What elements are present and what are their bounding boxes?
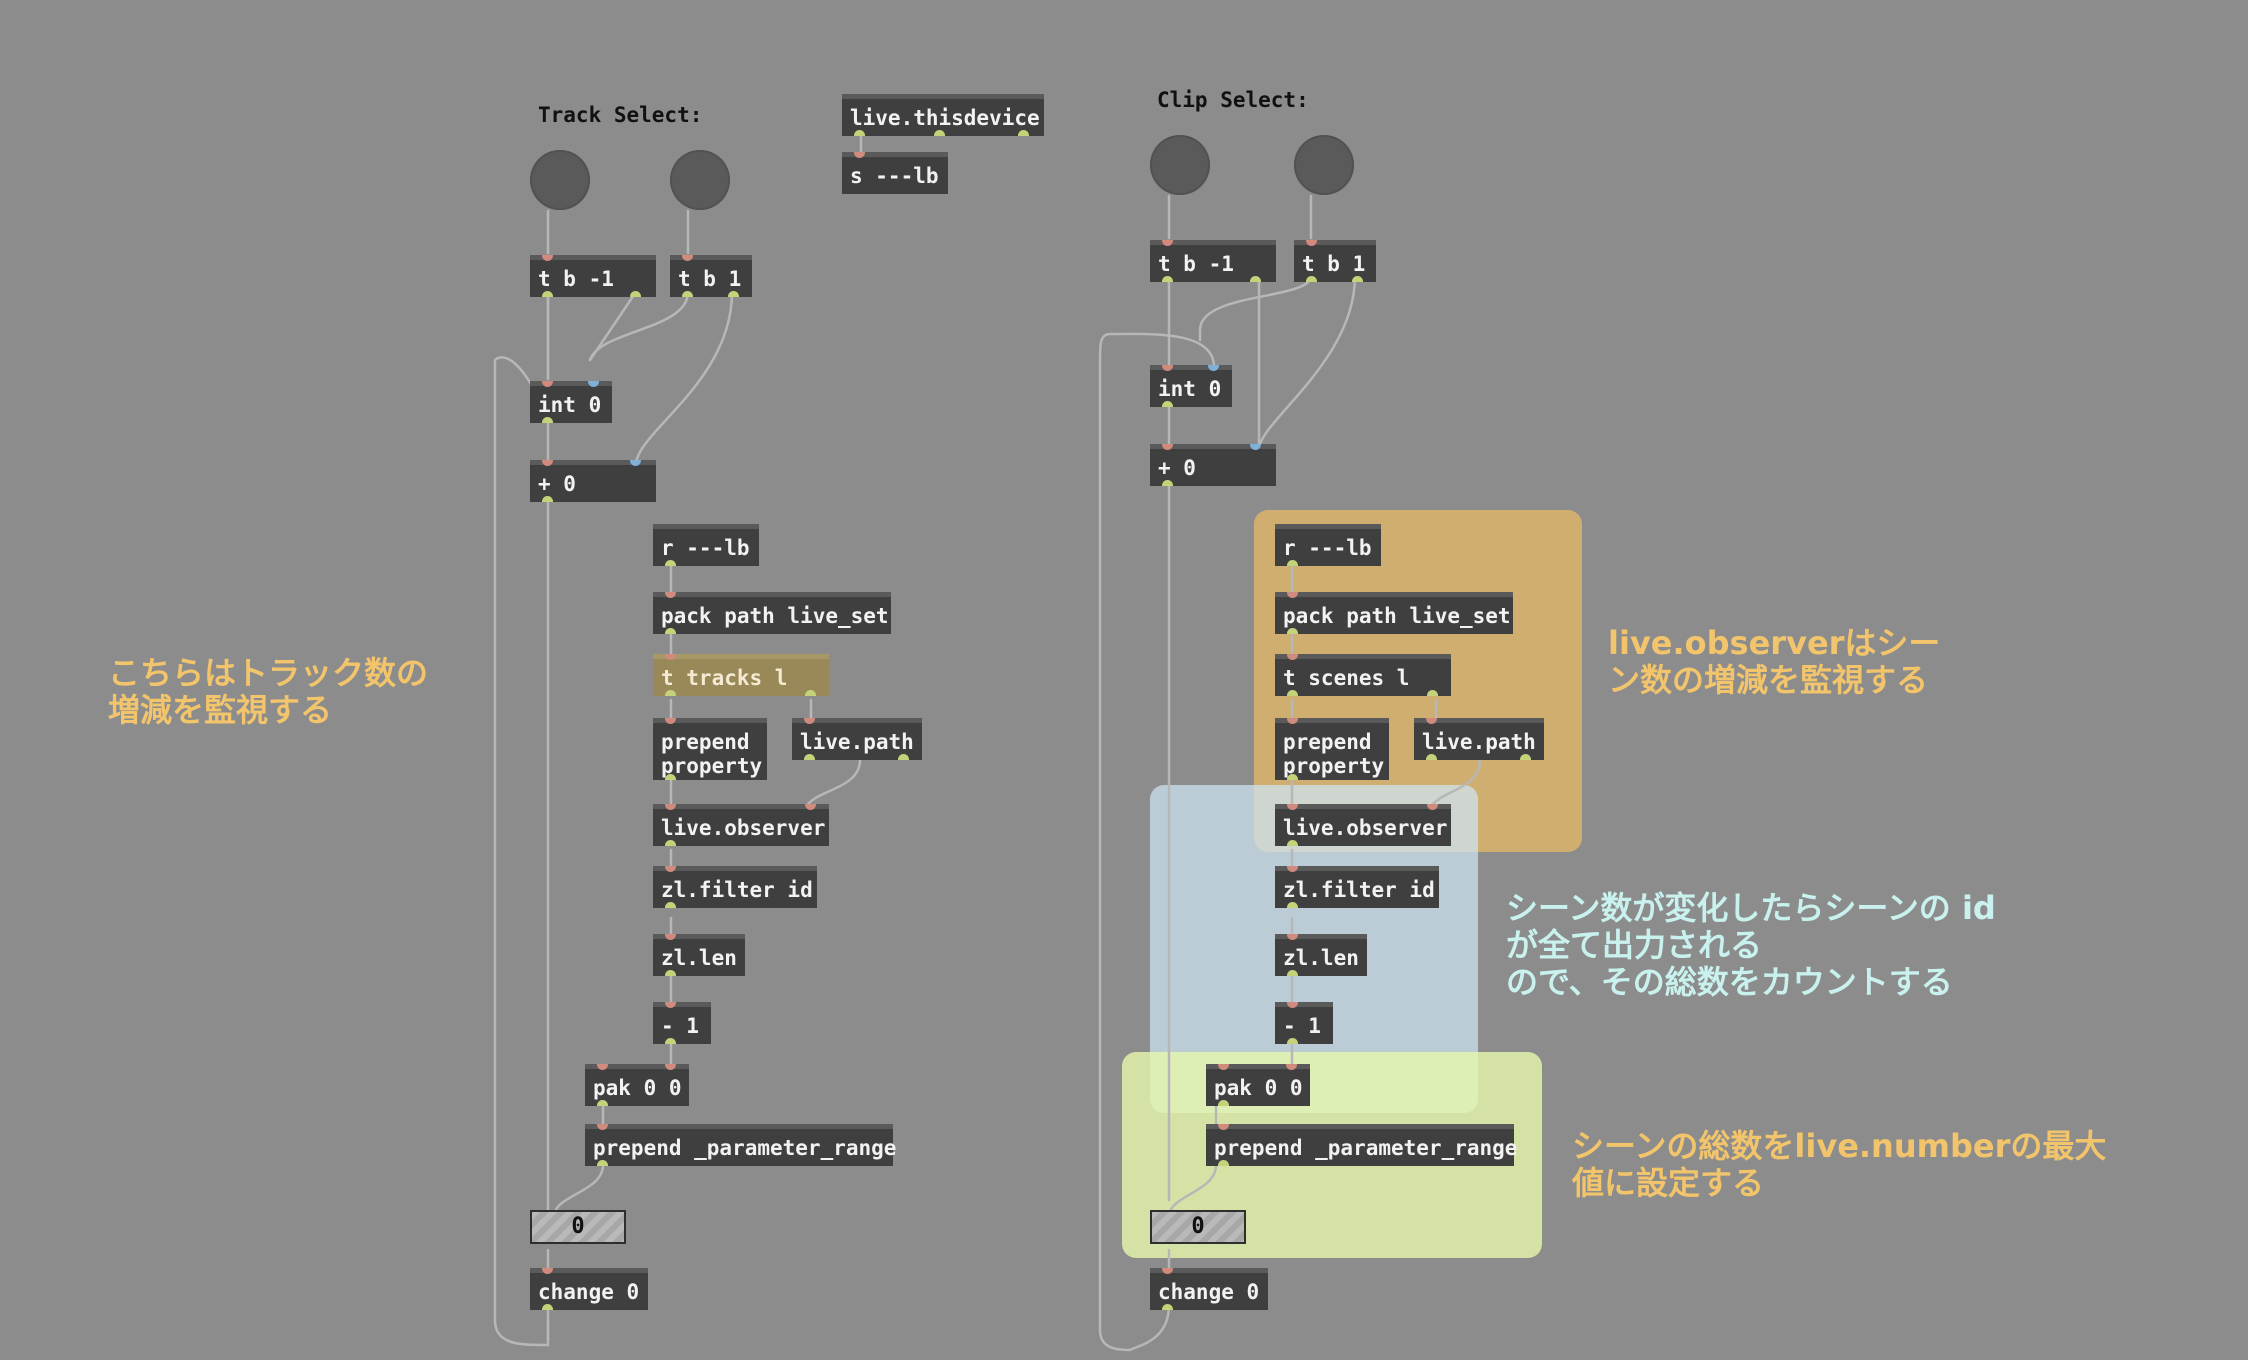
total-comment: シーンの総数をlive.numberの最大 値に設定する xyxy=(1572,1127,2107,1202)
object-text: s ---lb xyxy=(850,164,939,188)
track-select-label: Track Select: xyxy=(538,103,703,127)
pak-object[interactable]: pak 0 0 xyxy=(585,1064,689,1106)
track-prev-button[interactable] xyxy=(530,150,590,210)
live-observer-object[interactable]: live.observer xyxy=(653,804,829,846)
receive-lb-object[interactable]: r ---lb xyxy=(1275,524,1381,566)
change-object[interactable]: change 0 xyxy=(1150,1268,1268,1310)
object-text: t scenes l xyxy=(1283,666,1410,690)
object-text: pack path live_set xyxy=(661,604,889,628)
minus-one-object[interactable]: - 1 xyxy=(1275,1002,1333,1044)
object-text: prepend _parameter_range xyxy=(1214,1136,1518,1160)
pack-path-object[interactable]: pack path live_set xyxy=(1275,592,1513,634)
object-text: change 0 xyxy=(1158,1280,1260,1304)
int-object[interactable]: int 0 xyxy=(530,381,612,423)
object-text: + 0 xyxy=(1158,456,1196,480)
object-text: t b -1 xyxy=(538,267,614,291)
zl-len-object[interactable]: zl.len xyxy=(653,934,745,976)
prepend-property-object[interactable]: prepend property xyxy=(653,718,767,780)
trigger-b-1-object[interactable]: t b 1 xyxy=(670,255,752,297)
object-text: r ---lb xyxy=(1283,536,1372,560)
live-path-object[interactable]: live.path xyxy=(792,718,922,760)
trigger-b-1-object[interactable]: t b 1 xyxy=(1294,240,1376,282)
trigger-b-minus1-object[interactable]: t b -1 xyxy=(1150,240,1276,282)
send-lb-object[interactable]: s ---lb xyxy=(842,152,948,194)
object-text: prepend _parameter_range xyxy=(593,1136,897,1160)
prepend-parameter-range-object[interactable]: prepend _parameter_range xyxy=(1206,1124,1518,1166)
object-text: pak 0 0 xyxy=(1214,1076,1303,1100)
object-text: prepend property xyxy=(661,730,763,778)
object-text: live.thisdevice xyxy=(850,106,1040,130)
clip-select-label: Clip Select: xyxy=(1157,88,1309,112)
object-text: prepend property xyxy=(1283,730,1385,778)
tracks-message[interactable]: t tracks l xyxy=(653,654,829,696)
object-text: pack path live_set xyxy=(1283,604,1511,628)
zl-filter-object[interactable]: zl.filter id xyxy=(1275,866,1439,908)
track-count-comment: こちらはトラック数の 増減を監視する xyxy=(108,654,429,729)
plus-object[interactable]: + 0 xyxy=(530,460,656,502)
int-object[interactable]: int 0 xyxy=(1150,365,1232,407)
object-text: zl.filter id xyxy=(661,878,813,902)
pack-path-object[interactable]: pack path live_set xyxy=(653,592,891,634)
object-text: live.observer xyxy=(1283,816,1448,840)
trigger-b-minus1-object[interactable]: t b -1 xyxy=(530,255,656,297)
pak-object[interactable]: pak 0 0 xyxy=(1206,1064,1310,1106)
object-text: - 1 xyxy=(661,1014,699,1038)
object-text: r ---lb xyxy=(661,536,750,560)
live-thisdevice-object[interactable]: live.thisdevice xyxy=(842,94,1044,136)
scenes-trigger-object[interactable]: t scenes l xyxy=(1275,654,1451,696)
object-text: t tracks l xyxy=(661,666,788,690)
object-text: live.observer xyxy=(661,816,826,840)
plus-object[interactable]: + 0 xyxy=(1150,444,1276,486)
minus-one-object[interactable]: - 1 xyxy=(653,1002,711,1044)
live-path-object[interactable]: live.path xyxy=(1414,718,1544,760)
object-text: zl.len xyxy=(1283,946,1359,970)
live-number-clip[interactable]: 0 xyxy=(1150,1210,1246,1244)
track-next-button[interactable] xyxy=(670,150,730,210)
prepend-property-object[interactable]: prepend property xyxy=(1275,718,1389,780)
object-text: t b 1 xyxy=(678,267,742,291)
live-number-track[interactable]: 0 xyxy=(530,1210,626,1244)
object-text: int 0 xyxy=(538,393,602,417)
zl-filter-object[interactable]: zl.filter id xyxy=(653,866,817,908)
object-text: pak 0 0 xyxy=(593,1076,682,1100)
object-text: live.path xyxy=(800,730,914,754)
object-text: t b 1 xyxy=(1302,252,1366,276)
live-observer-object[interactable]: live.observer xyxy=(1275,804,1451,846)
object-text: live.path xyxy=(1422,730,1536,754)
object-text: + 0 xyxy=(538,472,576,496)
zl-len-object[interactable]: zl.len xyxy=(1275,934,1367,976)
clip-prev-button[interactable] xyxy=(1150,135,1210,195)
receive-lb-object[interactable]: r ---lb xyxy=(653,524,759,566)
object-text: - 1 xyxy=(1283,1014,1321,1038)
object-text: t b -1 xyxy=(1158,252,1234,276)
scene-ids-comment: シーン数が変化したらシーンの id が全て出力される ので、その総数をカウントす… xyxy=(1506,889,1996,1001)
change-object[interactable]: change 0 xyxy=(530,1268,648,1310)
object-text: int 0 xyxy=(1158,377,1222,401)
prepend-parameter-range-object[interactable]: prepend _parameter_range xyxy=(585,1124,897,1166)
clip-next-button[interactable] xyxy=(1294,135,1354,195)
object-text: change 0 xyxy=(538,1280,640,1304)
object-text: zl.len xyxy=(661,946,737,970)
observer-comment: live.observerはシー ン数の増減を監視する xyxy=(1608,624,1941,699)
object-text: zl.filter id xyxy=(1283,878,1435,902)
